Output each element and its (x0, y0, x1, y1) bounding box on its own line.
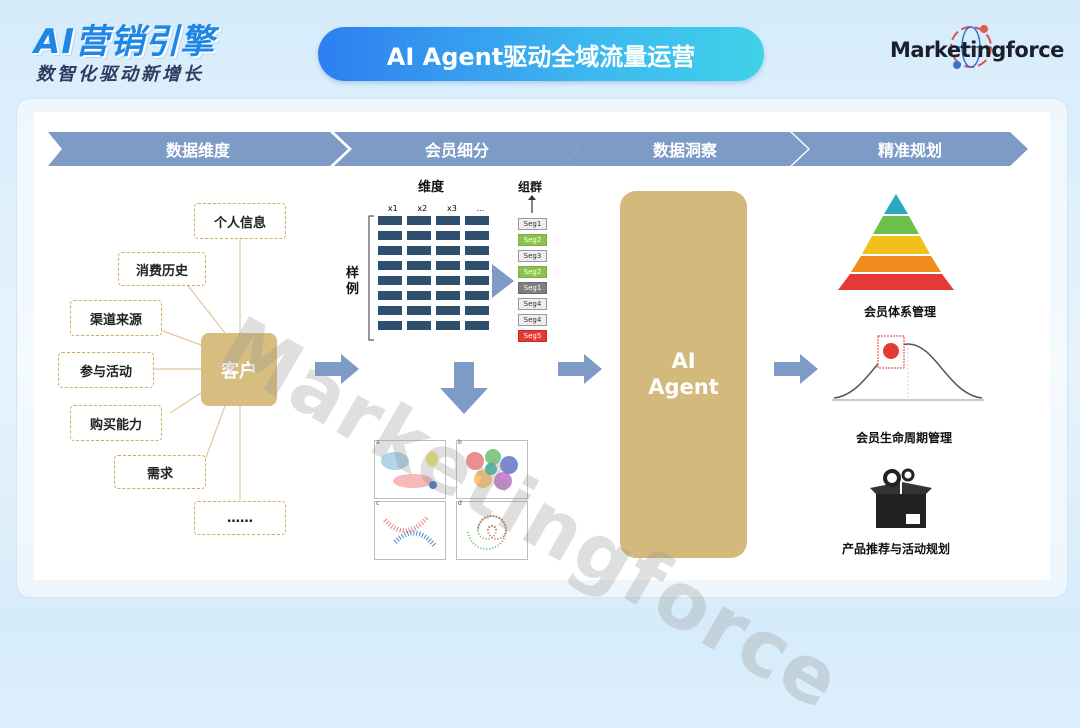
segment-chip: Seg4 (518, 314, 547, 326)
step-label: 数据维度 (165, 141, 230, 160)
cluster-scatter-plot: a (374, 439, 446, 499)
dimension-item: 渠道来源 (70, 300, 162, 336)
scatter-plot-icon (381, 451, 438, 489)
step-precise-planning: 精准规划 (792, 132, 1028, 166)
segment-chip: Seg3 (518, 250, 547, 262)
dimension-item-label: 消费历史 (135, 263, 188, 279)
step-data-insight: 数据洞察 (562, 132, 808, 166)
scatter-plot-icon (383, 516, 437, 548)
segment-chip: Seg2 (518, 266, 547, 278)
lifecycle-curve-icon (832, 335, 984, 401)
column-header: ... (476, 204, 485, 213)
plot-label: b (458, 439, 462, 446)
segment-chip: Seg4 (518, 298, 547, 310)
ai-agent-line: Agent (648, 374, 719, 399)
arrow-right-icon (774, 354, 818, 384)
step-label: 精准规划 (877, 141, 942, 160)
customer-node: 客户 (201, 333, 277, 406)
brand-title: AI营销引擎 (34, 22, 215, 62)
dimension-item: 消费历史 (118, 252, 206, 286)
page-title: AI Agent驱动全域流量运营 (318, 27, 764, 81)
step-label: 会员细分 (424, 141, 489, 160)
step-label: 数据洞察 (652, 141, 717, 160)
dimension-item: 需求 (114, 455, 206, 489)
plot-label: d (458, 500, 462, 507)
globe-logo-icon (950, 25, 992, 69)
product-box-gears-icon (870, 468, 932, 528)
dimension-item-label: 个人信息 (213, 215, 266, 231)
dimension-item-label: 参与活动 (79, 364, 132, 380)
planning-item-label: 会员生命周期管理 (856, 431, 953, 445)
group-label: 组群 (518, 180, 543, 194)
cluster-scatter-plot: d (456, 500, 528, 560)
column-header: x3 (446, 204, 457, 213)
ai-agent-line: AI (671, 349, 696, 374)
dimension-item-label: 渠道来源 (89, 312, 142, 328)
segment-chip: Seg5 (518, 330, 547, 342)
cluster-scatter-plot: b (456, 439, 528, 499)
cluster-scatter-plot: c (374, 500, 446, 560)
dimension-item: 购买能力 (70, 405, 162, 441)
arrow-right-icon (558, 354, 602, 384)
step-member-segmentation: 会员细分 (334, 132, 580, 166)
page-title-text: AI Agent驱动全域流量运营 (386, 42, 696, 71)
sample-matrix (368, 215, 489, 341)
plot-label: c (376, 500, 380, 507)
arrow-down-icon (440, 362, 488, 414)
dimension-item: …… (194, 501, 286, 535)
segment-chip: Seg1 (518, 218, 547, 230)
step-data-dimension: 数据维度 (48, 132, 348, 166)
arrow-right-icon (315, 354, 359, 384)
scatter-plot-icon (467, 515, 508, 550)
dimension-label: 维度 (418, 180, 445, 195)
dimension-item: 参与活动 (58, 352, 154, 388)
ai-agent-block: AI Agent (620, 191, 747, 558)
column-header: x1 (387, 204, 398, 213)
column-header: x2 (417, 204, 428, 213)
brand-subtitle: 数智化驱动新增长 (36, 64, 204, 85)
scatter-plot-icon (466, 449, 518, 490)
pyramid-icon (838, 194, 954, 290)
dimension-item-label: 购买能力 (89, 417, 142, 433)
sample-label: 样例 (346, 266, 360, 297)
dimension-item-label: …… (227, 510, 253, 526)
segment-chip: Seg1 (518, 282, 547, 294)
ai-agent-label: AI Agent (648, 349, 719, 399)
arrow-up-icon (528, 195, 536, 213)
segment-chip: Seg2 (518, 234, 547, 246)
arrow-right-small-icon (492, 264, 514, 298)
customer-connectors (153, 238, 241, 500)
matrix-column-headers: x1 x2 x3 ... (378, 204, 494, 216)
planning-item-label: 产品推荐与活动规划 (842, 542, 951, 556)
customer-label: 客户 (221, 360, 257, 382)
dimension-item: 个人信息 (194, 203, 286, 239)
planning-item-label: 会员体系管理 (864, 305, 937, 319)
company-logo-text: Marketingforce (890, 38, 1064, 62)
plot-label: a (376, 439, 380, 446)
dimension-item-label: 需求 (146, 466, 173, 482)
